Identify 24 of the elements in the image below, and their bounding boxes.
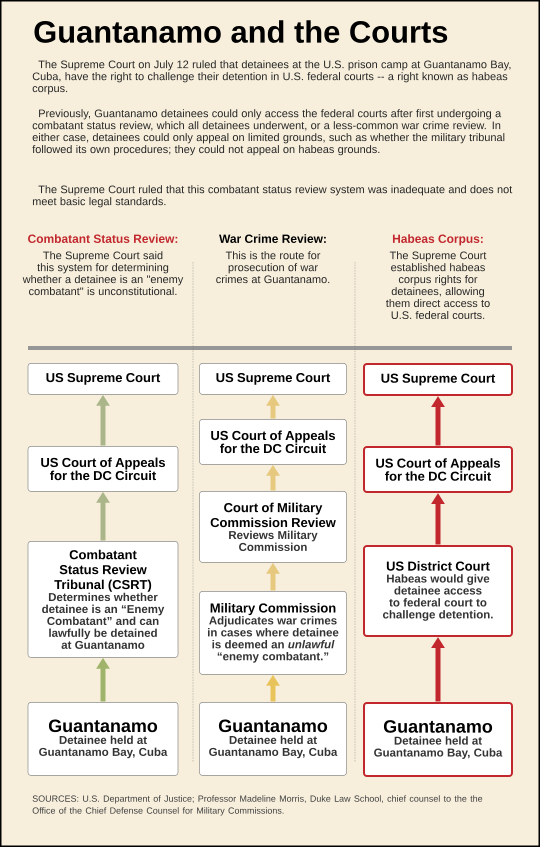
- court-box: Combatant Status Review Tribunal (CSRT) Determines whether detainee is an “Enemy Combatant” and can lawfully be detained at Guantanamo: [28, 541, 178, 658]
- court-box: Military Commission Adjudicates war crimes in cases where detainee is deemed an unlawful “enemy combatant.”: [199, 591, 347, 675]
- court-box: US Court of Appeals for the DC Circuit: [28, 446, 178, 492]
- column-heading: War Crime Review:: [219, 234, 326, 243]
- sources-note: SOURCES: U.S. Department of Justice; Professor Madeline Morris, Duke Law School, chief counsel to the the Office of the Chief Defense Counsel for Military Commissions.: [32, 795, 482, 816]
- column-description: This is the route for prosecution of war crimes at Guantanamo.: [216, 251, 330, 284]
- court-box: Guantanamo Detainee held at Guantanamo Bay, Cuba: [199, 702, 347, 776]
- court-box: US Court of Appeals for the DC Circuit: [199, 419, 347, 465]
- court-box: US Supreme Court: [199, 363, 347, 395]
- title: Guantanamo and the Courts: [34, 20, 448, 43]
- court-box: Court of Military Commission Review Reviews Military Commission: [199, 491, 347, 563]
- court-box: Guantanamo Detainee held at Guantanamo Bay, Cuba: [28, 702, 178, 776]
- intro-paragraph: The Supreme Court ruled that this combatant status review system was inadequate and does not meet basic legal standards.: [32, 185, 512, 208]
- intro-paragraph: Previously, Guantanamo detainees could only access the federal courts after first undergoing a combatant status review, which all detainees underwent, or a less-common war crime review. In either case, detainees could only appeal on limited grounds, such as whether the military tribunal followed its own procedures; they could not appeal on habeas grounds.: [32, 109, 504, 156]
- column-heading: Combatant Status Review:: [28, 234, 178, 243]
- court-box: US District Court Habeas would give detainee access to federal court to challenge detention.: [363, 545, 513, 637]
- column-heading: Habeas Corpus:: [392, 234, 483, 246]
- column-description: The Supreme Court established habeas corpus rights for detainees, allowing them direct access to U.S. federal courts.: [386, 251, 490, 320]
- court-box: US Supreme Court: [363, 363, 513, 396]
- court-box: US Court of Appeals for the DC Circuit: [363, 446, 513, 493]
- intro-paragraph: The Supreme Court on July 12 ruled that detainees at the U.S. prison camp at Guantanamo Bay, Cuba, have the right to challenge their detention in U.S. federal courts -- a right known as habeas corpus.: [32, 60, 510, 94]
- court-box: Guantanamo Detainee held at Guantanamo Bay, Cuba: [363, 702, 513, 777]
- court-box: US Supreme Court: [28, 363, 178, 395]
- column-description: The Supreme Court said this system for determining whether a detainee is an "enemy combatant" is unconstitutional.: [22, 251, 184, 296]
